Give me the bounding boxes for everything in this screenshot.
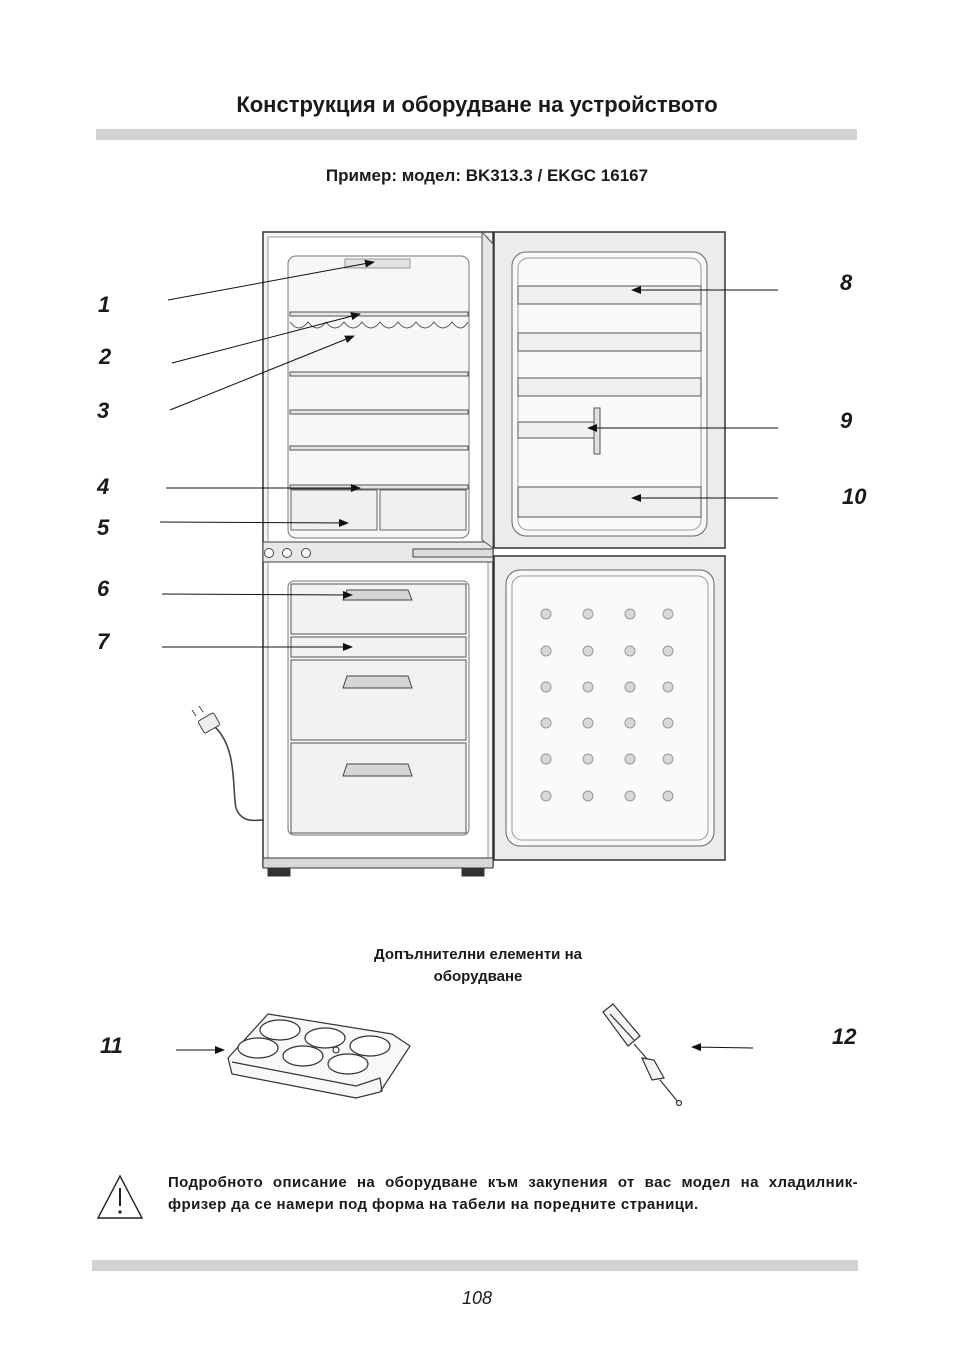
warning-note: Подробното описание на оборудване към за… bbox=[168, 1174, 858, 1213]
power-plug-icon bbox=[191, 705, 265, 822]
callout-5: 5 bbox=[97, 515, 110, 540]
fridge-door bbox=[481, 230, 726, 549]
callout-6: 6 bbox=[97, 576, 110, 601]
ice-tool-icon bbox=[602, 1003, 683, 1107]
bottom-divider bbox=[92, 1260, 858, 1271]
top-divider bbox=[96, 129, 857, 140]
callout-arrows bbox=[159, 259, 778, 1054]
callout-1: 1 bbox=[98, 292, 111, 317]
callout-4: 4 bbox=[97, 474, 110, 499]
model-subtitle: Пример: модел: BK313.3 / EKGC 16167 bbox=[325, 166, 649, 185]
callout-8: 8 bbox=[840, 270, 853, 295]
callout-2: 2 bbox=[99, 344, 112, 369]
extras-heading-line2: оборудване bbox=[433, 968, 523, 985]
callout-3: 3 bbox=[97, 398, 110, 423]
callout-11: 11 bbox=[100, 1033, 123, 1058]
callout-7: 7 bbox=[97, 629, 110, 654]
page-number: 108 bbox=[461, 1288, 493, 1308]
extras-heading: Допълнителни елементи на оборудване bbox=[340, 944, 616, 988]
egg-tray-icon bbox=[227, 1013, 411, 1099]
callout-12: 12 bbox=[832, 1024, 857, 1049]
extras-heading-line1: Допълнителни елементи на bbox=[374, 946, 582, 963]
freezer-door bbox=[493, 555, 726, 861]
callout-10: 10 bbox=[842, 484, 867, 509]
fridge-cabinet bbox=[262, 231, 494, 877]
warning-triangle-icon bbox=[96, 1174, 144, 1219]
page-title: Конструкция и оборудване на устройството bbox=[236, 92, 718, 117]
callout-9: 9 bbox=[840, 408, 853, 433]
